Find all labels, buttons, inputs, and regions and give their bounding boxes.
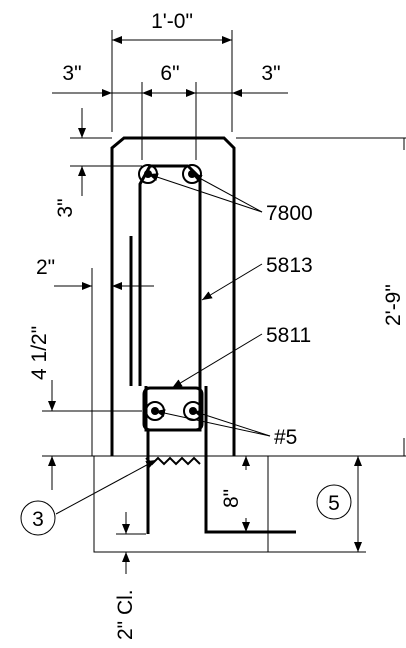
- tag-right-label: 5: [328, 492, 340, 515]
- right-dimensions: 2'-9" 8": [208, 138, 405, 553]
- leader-line: [55, 459, 157, 515]
- dim-bar-spacing: 6": [160, 62, 179, 85]
- tag-circle-left: [20, 500, 56, 536]
- leader-line: [147, 173, 263, 213]
- dim-left-cover: 3": [62, 62, 81, 85]
- callouts: 7800 5813 5811 #5: [147, 173, 313, 449]
- dim-lap-height: 4 1/2": [28, 326, 51, 380]
- dim-clear-cover: 2" Cl.: [114, 589, 137, 640]
- left-dimensions: 3" 2" 4 1/2" 2" Cl.: [28, 108, 154, 640]
- callout-bottom-stirrup: 5811: [266, 324, 311, 347]
- tag-left-label: 3: [32, 508, 44, 531]
- wall-section: [93, 136, 406, 553]
- callout-stirrup: 5813: [266, 254, 313, 277]
- callout-bottom-bars: #5: [274, 426, 297, 449]
- tag-circle-right: [316, 484, 352, 520]
- leader-line: [171, 333, 263, 389]
- base-slab: [93, 455, 269, 553]
- dim-bar-offset: 2": [36, 256, 55, 279]
- wall-outline: [110, 136, 236, 456]
- leader-line: [191, 173, 263, 213]
- dim-height: 2'-9": [382, 284, 405, 326]
- leader-line: [192, 410, 271, 437]
- stirrup-5813: [138, 164, 202, 432]
- leader-line: [201, 263, 263, 301]
- leader-line: [154, 409, 271, 437]
- dim-embed-depth: 8": [220, 489, 243, 508]
- dim-overall-width: 1'-0": [151, 10, 193, 33]
- callout-top-bars: 7800: [266, 202, 313, 225]
- circle-tags: 3 5: [20, 459, 352, 536]
- dim-right-cover: 3": [261, 62, 280, 85]
- dim-top-cover: 3": [54, 198, 77, 217]
- top-dimensions: 1'-0" 3" 6" 3": [52, 10, 288, 160]
- dowel-bar: [204, 386, 296, 534]
